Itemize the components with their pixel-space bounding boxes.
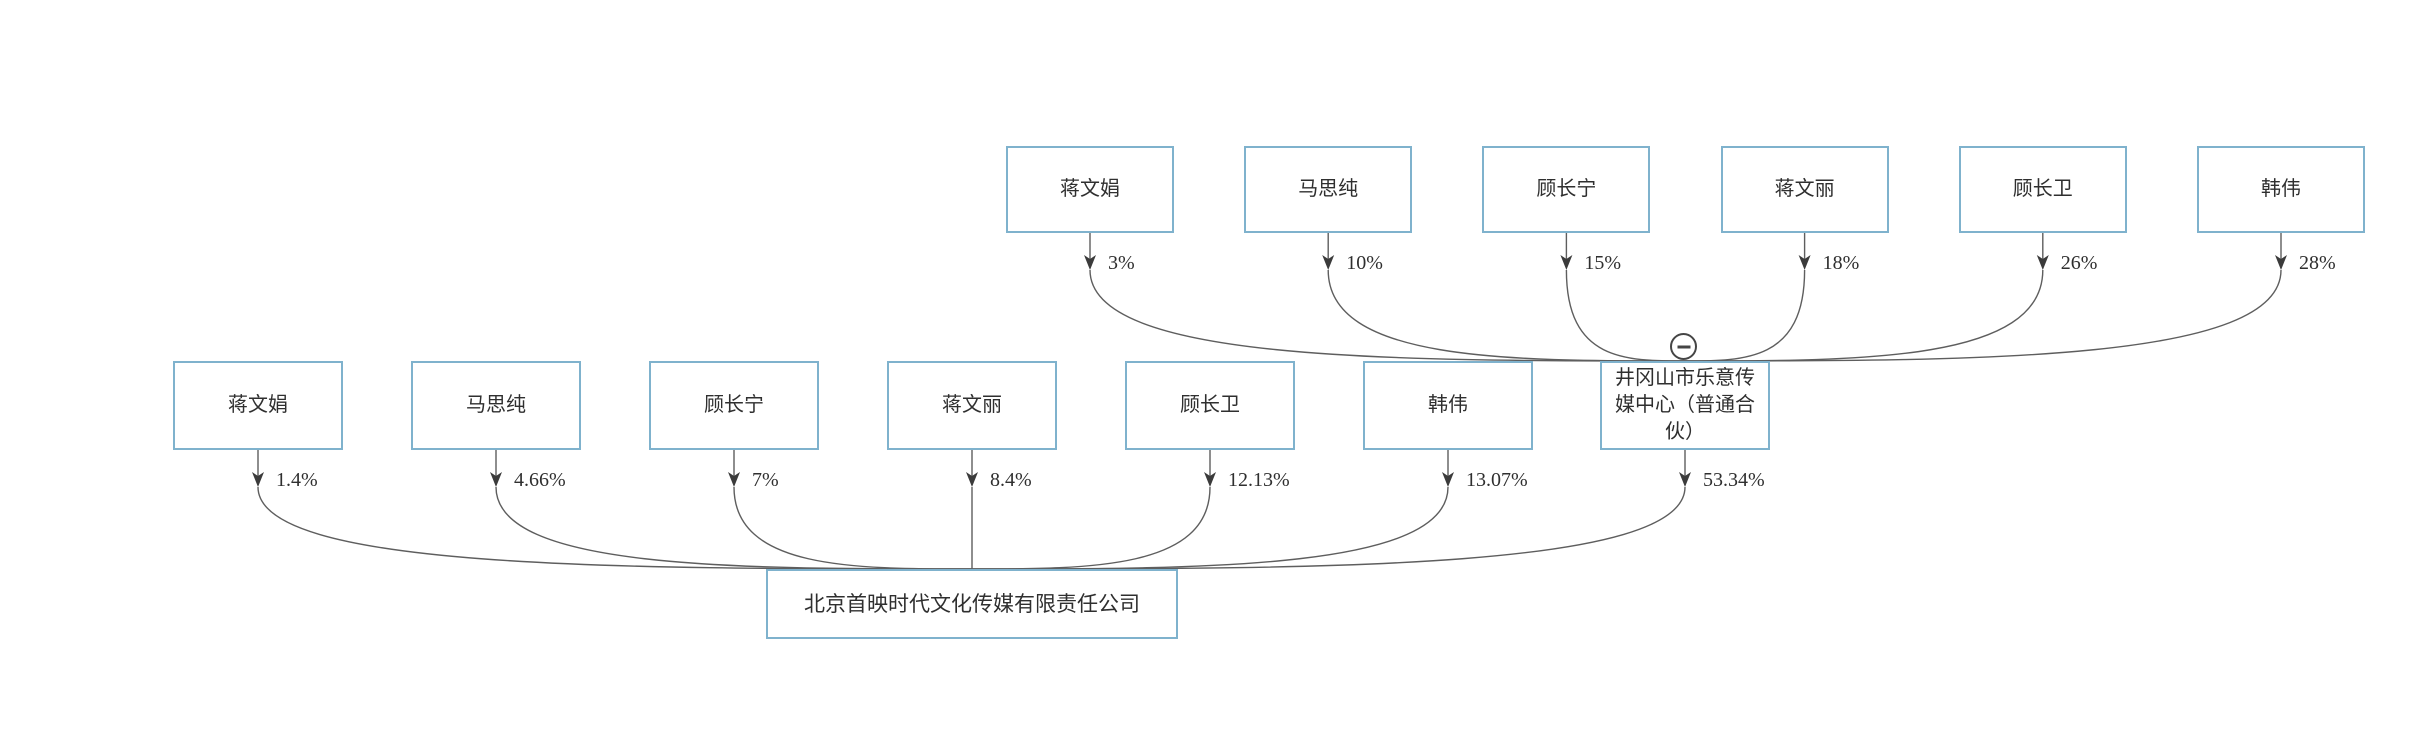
arrow-down-icon bbox=[2275, 255, 2287, 270]
edge-curve bbox=[733, 486, 973, 570]
ownership-edge: 8.4% bbox=[966, 450, 1032, 569]
partner-shareholder-box[interactable]: 马思纯 bbox=[1244, 146, 1413, 233]
arrow-down-icon bbox=[1442, 472, 1454, 487]
partnership-box[interactable]: 井冈山市乐意传媒中心（普通合伙） bbox=[1600, 361, 1770, 450]
ownership-percent-label: 53.34% bbox=[1703, 469, 1765, 491]
node-label: 北京首映时代文化传媒有限责任公司 bbox=[804, 591, 1140, 616]
arrow-down-icon bbox=[1560, 255, 1573, 270]
arrow-down-icon bbox=[2036, 255, 2049, 270]
edge-curve bbox=[1565, 269, 1686, 362]
partner-shareholder-box[interactable]: 蒋文丽 bbox=[1720, 146, 1889, 233]
node-label: 顾长卫 bbox=[2012, 178, 2073, 200]
node-label: 马思纯 bbox=[1298, 178, 1359, 200]
ownership-edge: 10% bbox=[1322, 233, 1686, 362]
ownership-percent-label: 1.4% bbox=[276, 469, 318, 491]
ownership-percent-label: 28% bbox=[2299, 252, 2336, 274]
node-label: 韩伟 bbox=[2261, 178, 2301, 200]
node-label: 蒋文娟 bbox=[1060, 178, 1120, 200]
ownership-percent-label: 10% bbox=[1346, 252, 1383, 274]
node-label: 井冈山市乐意传 bbox=[1615, 367, 1755, 389]
direct-shareholder-box[interactable]: 蒋文丽 bbox=[887, 361, 1057, 450]
edge-curve bbox=[971, 486, 1211, 570]
minus-circle-icon[interactable] bbox=[1670, 333, 1697, 360]
edge-curve bbox=[1327, 269, 1686, 362]
ownership-edge: 3% bbox=[1084, 233, 1686, 362]
node-label: 顾长宁 bbox=[1536, 178, 1597, 200]
arrow-down-icon bbox=[252, 472, 264, 487]
arrow-down-icon bbox=[728, 472, 740, 487]
direct-shareholder-box[interactable]: 顾长卫 bbox=[1125, 361, 1295, 450]
ownership-percent-label: 8.4% bbox=[990, 469, 1032, 491]
arrow-down-icon bbox=[1322, 255, 1335, 270]
ownership-edge: 7% bbox=[728, 450, 973, 570]
node-label: 媒中心（普通合 bbox=[1615, 394, 1755, 416]
ownership-edge: 53.34% bbox=[971, 450, 1765, 570]
edge-curve bbox=[971, 486, 1449, 570]
edge-curve bbox=[257, 486, 973, 570]
edge-curve bbox=[1684, 269, 2282, 362]
root-company-box[interactable]: 北京首映时代文化传媒有限责任公司 bbox=[766, 569, 1178, 639]
ownership-edge: 13.07% bbox=[971, 450, 1528, 570]
edge-curve bbox=[1684, 269, 1806, 362]
edge-curve bbox=[495, 486, 973, 570]
direct-shareholder-box[interactable]: 蒋文娟 bbox=[173, 361, 343, 450]
arrow-down-icon bbox=[966, 472, 978, 487]
partner-shareholder-box[interactable]: 蒋文娟 bbox=[1006, 146, 1174, 233]
ownership-percent-label: 4.66% bbox=[514, 469, 566, 491]
arrow-down-icon bbox=[1679, 472, 1691, 487]
ownership-edge: 15% bbox=[1560, 233, 1686, 362]
ownership-percent-label: 15% bbox=[1584, 252, 1621, 274]
arrow-down-icon bbox=[490, 472, 502, 487]
ownership-percent-label: 7% bbox=[752, 469, 779, 491]
node-label: 韩伟 bbox=[1428, 394, 1468, 416]
ownership-edge: 12.13% bbox=[971, 450, 1290, 570]
arrow-down-icon bbox=[1798, 255, 1811, 270]
ownership-edge: 1.4% bbox=[252, 450, 973, 570]
node-label: 顾长卫 bbox=[1180, 394, 1240, 416]
partner-shareholder-box[interactable]: 顾长卫 bbox=[1958, 146, 2127, 233]
ownership-percent-label: 26% bbox=[2061, 252, 2098, 274]
node-label: 蒋文娟 bbox=[228, 394, 288, 416]
ownership-edge: 18% bbox=[1684, 233, 1860, 362]
node-label: 顾长宁 bbox=[704, 394, 764, 416]
node-label: 蒋文丽 bbox=[1774, 178, 1835, 200]
node-label: 伙） bbox=[1665, 421, 1705, 443]
edge-curve bbox=[1089, 269, 1686, 362]
arrow-down-icon bbox=[1084, 255, 1096, 270]
direct-shareholder-box[interactable]: 马思纯 bbox=[411, 361, 581, 450]
partner-shareholder-box[interactable]: 顾长宁 bbox=[1482, 146, 1651, 233]
arrow-down-icon bbox=[1204, 472, 1216, 487]
direct-shareholder-box[interactable]: 顾长宁 bbox=[649, 361, 819, 450]
edge-curve bbox=[1684, 269, 2044, 362]
ownership-edge: 26% bbox=[1684, 233, 2098, 362]
node-label: 蒋文丽 bbox=[942, 394, 1002, 416]
node-label: 马思纯 bbox=[466, 394, 526, 416]
ownership-edge: 28% bbox=[1684, 233, 2336, 362]
ownership-percent-label: 12.13% bbox=[1228, 469, 1290, 491]
ownership-percent-label: 3% bbox=[1108, 252, 1135, 274]
ownership-percent-label: 18% bbox=[1823, 252, 1860, 274]
ownership-edge: 4.66% bbox=[490, 450, 973, 570]
direct-shareholder-box[interactable]: 韩伟 bbox=[1363, 361, 1533, 450]
ownership-percent-label: 13.07% bbox=[1466, 469, 1528, 491]
edge-curve bbox=[971, 486, 1686, 570]
partner-shareholder-box[interactable]: 韩伟 bbox=[2197, 146, 2365, 233]
